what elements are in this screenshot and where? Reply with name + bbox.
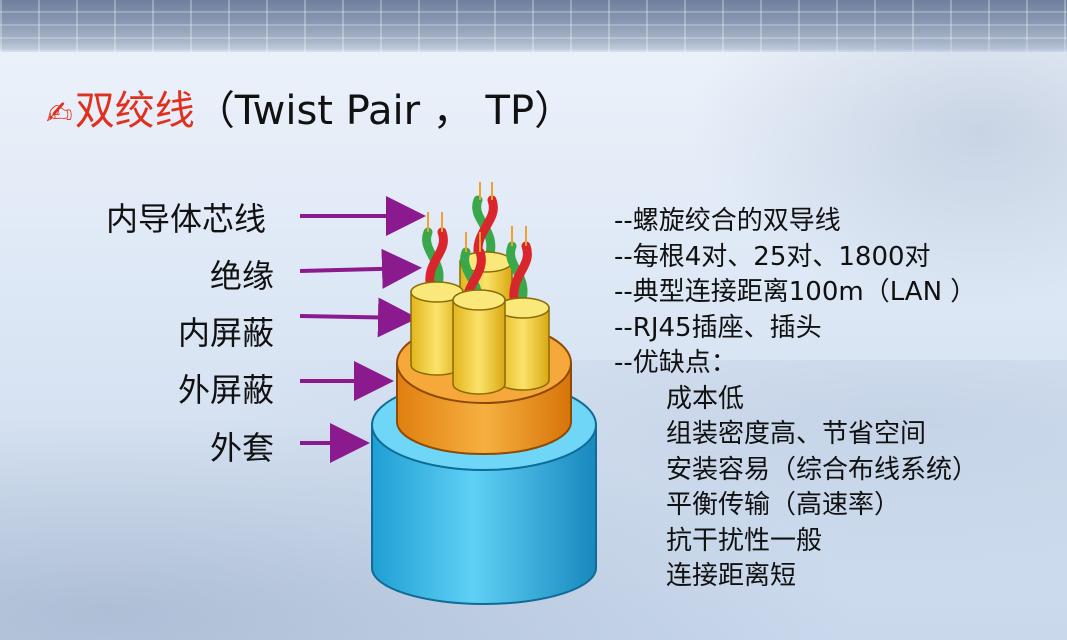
pros-cons-line: 成本低 [666, 383, 745, 414]
pros-cons-line: 组装密度高、节省空间 [666, 419, 927, 449]
feature-line: --典型连接距离100m（LAN ） [614, 277, 977, 307]
twisted-pair-front [452, 232, 506, 395]
pros-cons-line: 安装容易（综合布线系统） [666, 454, 979, 485]
pen-icon: ✍ [46, 94, 73, 132]
pros-cons-line: 平衡传输（高速率） [666, 490, 901, 520]
background-cloud-image [640, 40, 1067, 340]
arrow-inner-shield [299, 297, 418, 338]
top-decorative-band [0, 0, 1067, 52]
label-jacket: 外套 [210, 429, 275, 467]
feature-line: --优缺点： [614, 348, 737, 378]
feature-line: --每根4对、25对、1800对 [614, 241, 931, 272]
feature-line: --RJ45插座、插头 [614, 312, 822, 343]
title-english: （Twist Pair ， TP） [194, 88, 575, 134]
label-outer-shield: 外屏蔽 [178, 371, 275, 409]
label-inner-conductor: 内导体芯线 [106, 200, 267, 238]
label-insulation: 绝缘 [210, 257, 275, 295]
pros-cons-line: 抗干扰性一般 [666, 525, 823, 556]
feature-line: --螺旋绞合的双导线 [614, 206, 841, 236]
title-chinese: 双绞线 [74, 88, 195, 134]
twisted-pair-left [410, 212, 464, 376]
slide-title: ✍双绞线（Twist Pair ， TP） [46, 86, 574, 136]
description-block: --螺旋绞合的双导线 --每根4对、25对、1800对 --典型连接距离100m… [614, 204, 978, 595]
label-inner-shield: 内屏蔽 [178, 314, 275, 352]
arrow-insulation [299, 248, 422, 289]
pros-cons-line: 连接距离短 [666, 561, 797, 591]
